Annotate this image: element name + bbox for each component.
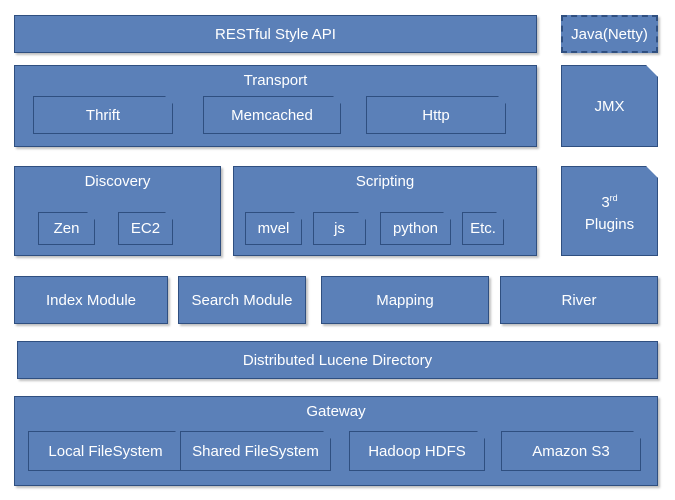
search-module-label: Search Module xyxy=(191,291,293,309)
plugins-ordinal: 3rd xyxy=(601,187,617,214)
transport-panel: Transport Thrift Memcached Http xyxy=(14,65,537,147)
discovery-ec2: EC2 xyxy=(118,212,173,245)
plugins-label: Plugins xyxy=(584,215,635,233)
mapping-label: Mapping xyxy=(376,291,434,309)
jmx-box: JMX xyxy=(561,65,658,147)
scripting-js: js xyxy=(313,212,366,245)
transport-thrift: Thrift xyxy=(33,96,173,134)
scripting-js-label: js xyxy=(334,220,345,237)
transport-title: Transport xyxy=(243,72,308,89)
discovery-ec2-label: EC2 xyxy=(130,220,161,237)
scripting-python-label: python xyxy=(392,220,439,237)
scripting-mvel: mvel xyxy=(245,212,302,245)
scripting-mvel-label: mvel xyxy=(257,220,290,237)
search-module-box: Search Module xyxy=(178,276,306,324)
gateway-shared-fs-label: Shared FileSystem xyxy=(192,442,319,460)
scripting-panel: Scripting mvel js python Etc. xyxy=(233,166,537,256)
jmx-label: JMX xyxy=(594,97,625,115)
gateway-s3: Amazon S3 xyxy=(501,431,641,471)
gateway-panel: Gateway Local FileSystem Shared FileSyst… xyxy=(14,396,658,486)
plugins-ordinal-base: 3 xyxy=(601,193,610,211)
gateway-local-fs-label: Local FileSystem xyxy=(48,442,163,460)
transport-memcached: Memcached xyxy=(203,96,341,134)
index-module-box: Index Module xyxy=(14,276,168,324)
discovery-title: Discovery xyxy=(84,173,151,190)
gateway-hdfs-label: Hadoop HDFS xyxy=(368,442,466,460)
plugins-box: 3rd Plugins xyxy=(561,166,658,256)
gateway-title: Gateway xyxy=(306,403,366,420)
river-label: River xyxy=(561,291,597,309)
scripting-etc-label: Etc. xyxy=(470,220,496,237)
java-netty-label: Java(Netty) xyxy=(571,25,648,43)
gateway-local-fs: Local FileSystem xyxy=(28,431,183,471)
index-module-label: Index Module xyxy=(45,291,137,309)
java-netty-box: Java(Netty) xyxy=(561,15,658,53)
plugins-ordinal-suffix: rd xyxy=(609,192,618,203)
scripting-etc: Etc. xyxy=(462,212,504,245)
lucene-box: Distributed Lucene Directory xyxy=(17,341,658,379)
scripting-python: python xyxy=(380,212,451,245)
mapping-box: Mapping xyxy=(321,276,489,324)
gateway-s3-label: Amazon S3 xyxy=(532,442,610,460)
gateway-shared-fs: Shared FileSystem xyxy=(180,431,331,471)
lucene-label: Distributed Lucene Directory xyxy=(242,351,433,369)
transport-http-label: Http xyxy=(422,106,450,124)
discovery-panel: Discovery Zen EC2 xyxy=(14,166,221,256)
river-box: River xyxy=(500,276,658,324)
restful-api-box: RESTful Style API xyxy=(14,15,537,53)
discovery-zen-label: Zen xyxy=(53,220,80,237)
restful-api-label: RESTful Style API xyxy=(215,25,336,43)
transport-thrift-label: Thrift xyxy=(85,106,121,124)
discovery-zen: Zen xyxy=(38,212,95,245)
gateway-hdfs: Hadoop HDFS xyxy=(349,431,485,471)
scripting-title: Scripting xyxy=(355,173,415,190)
transport-memcached-label: Memcached xyxy=(231,106,313,124)
transport-http: Http xyxy=(366,96,506,134)
